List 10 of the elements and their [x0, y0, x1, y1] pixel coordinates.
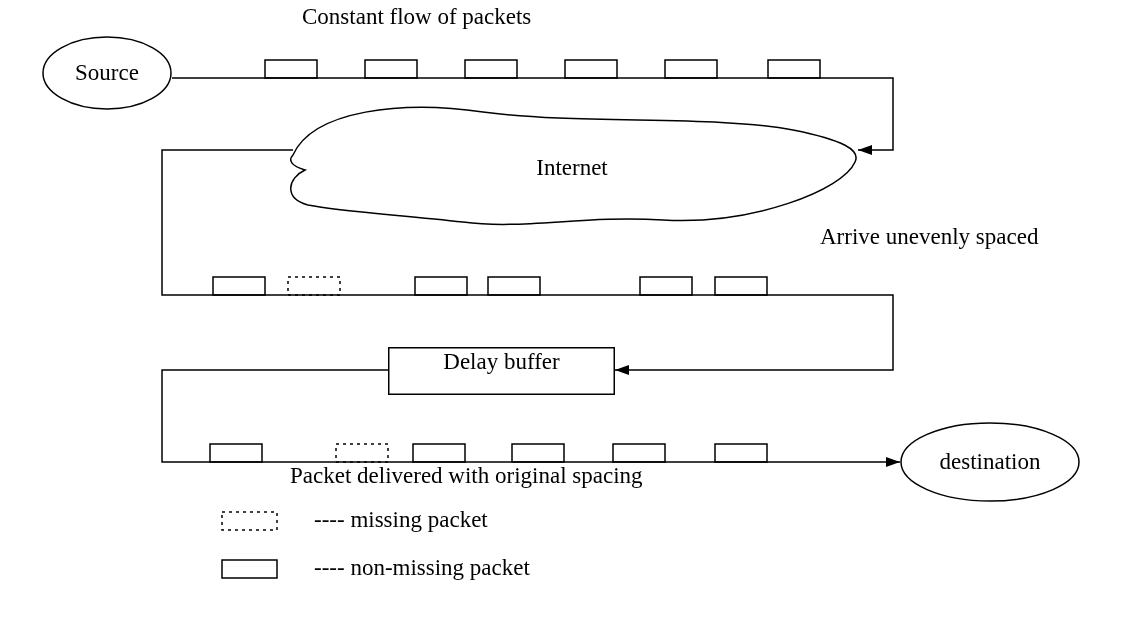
- destination-ellipse: [900, 422, 1080, 502]
- node-label: Source: [75, 60, 139, 86]
- node-label: Delay buffer: [443, 349, 560, 375]
- delay-buffer-box: [388, 347, 615, 395]
- arrow: [171, 77, 894, 155]
- arrow: [161, 369, 901, 467]
- arrow: [161, 149, 894, 375]
- node-label: destination: [939, 449, 1041, 475]
- source-ellipse: [42, 36, 172, 110]
- node-label: Internet: [536, 154, 608, 181]
